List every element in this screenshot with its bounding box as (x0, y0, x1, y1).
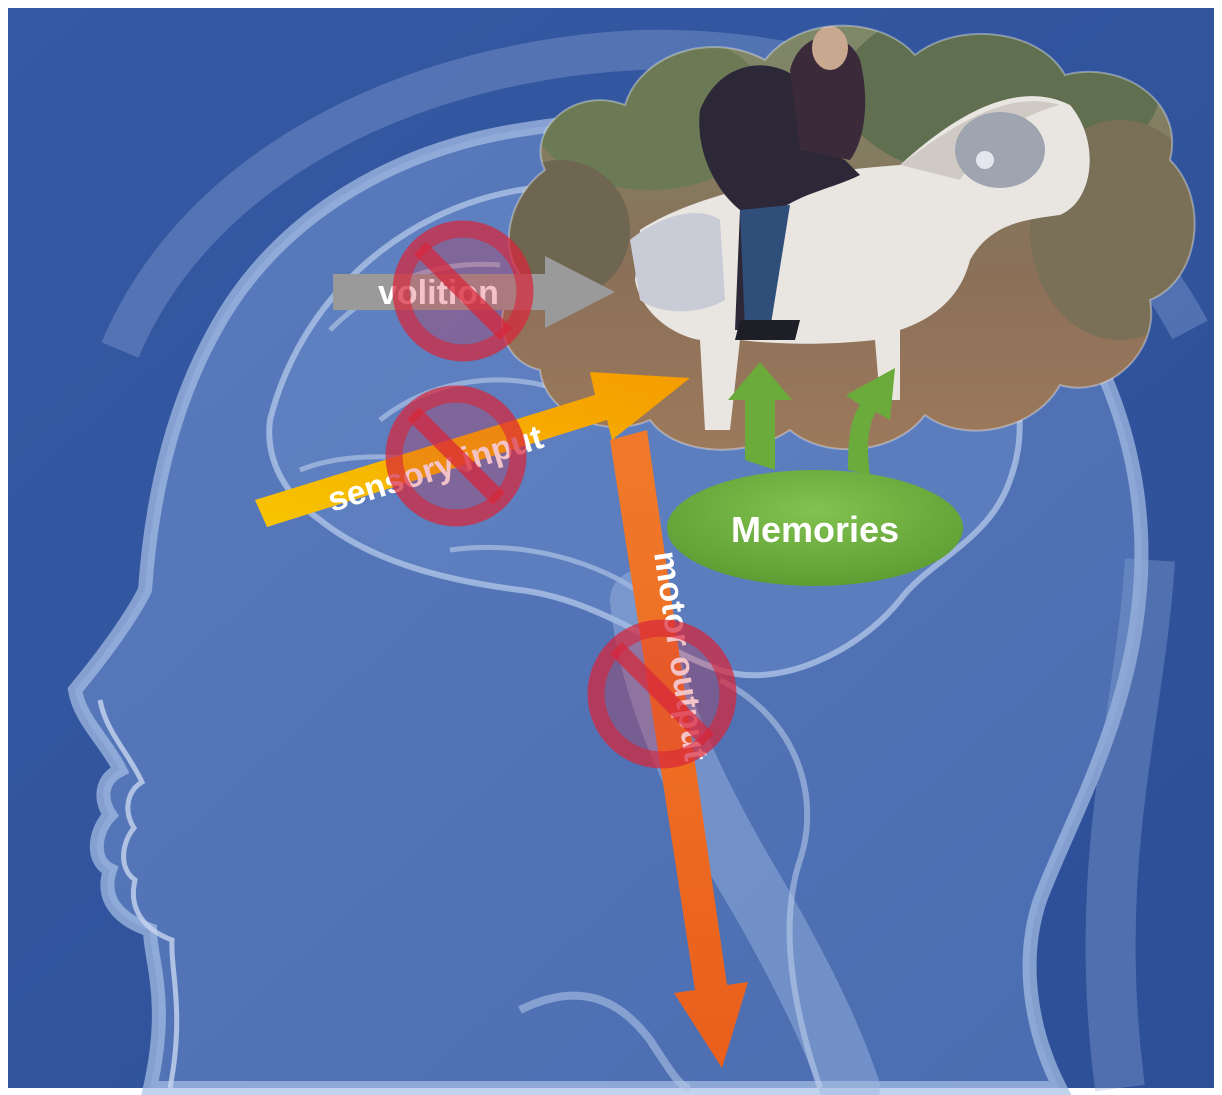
volition-blocked-icon (401, 229, 525, 353)
sensory-blocked-icon (394, 394, 518, 518)
memories-node: Memories (667, 470, 963, 586)
motor-blocked-icon (596, 628, 728, 760)
memories-label: Memories (731, 509, 899, 550)
